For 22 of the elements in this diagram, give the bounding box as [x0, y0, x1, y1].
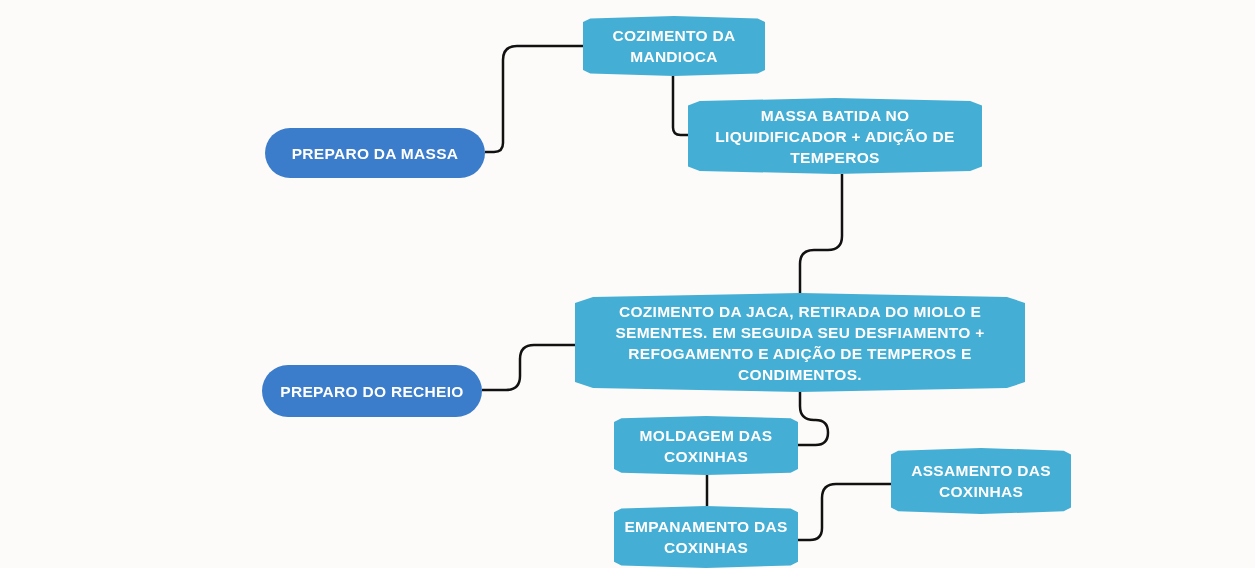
step-box	[583, 16, 765, 76]
step-box	[614, 416, 798, 475]
step-text: ASSAMENTO DAS COXINHAS	[910, 461, 1052, 502]
step-box	[891, 448, 1071, 514]
connector-line	[482, 343, 575, 392]
step-text: EMPANAMENTO DAS COXINHAS	[623, 517, 789, 558]
connector-line	[671, 76, 688, 137]
category-pill	[262, 365, 482, 417]
step-text: PREPARO DO RECHEIO	[280, 381, 464, 402]
step-box	[575, 293, 1025, 392]
connector-line	[798, 174, 844, 293]
connector-line	[798, 392, 830, 447]
category-pill	[265, 128, 485, 178]
step-text: MASSA BATIDA NO LIQUIDIFICADOR + ADIÇÃO DE TEMPEROS	[714, 105, 956, 168]
step-text: MOLDAGEM DAS COXINHAS	[638, 425, 774, 467]
step-box	[688, 98, 982, 174]
connector-line	[705, 475, 709, 506]
step-text: PREPARO DA MASSA	[291, 143, 459, 164]
step-text: COZIMENTO DA MANDIOCA	[611, 26, 737, 67]
step-text: COZIMENTO DA JACA, RETIRADA DO MIOLO E SEMENTES. EM SEGUIDA SEU DESFIAMENTO + REFOGAMENTO E ADIÇÃO DE TEMPEROS E CONDIMENTOS.	[614, 301, 986, 385]
connector-line	[798, 482, 891, 542]
step-box	[614, 506, 798, 568]
